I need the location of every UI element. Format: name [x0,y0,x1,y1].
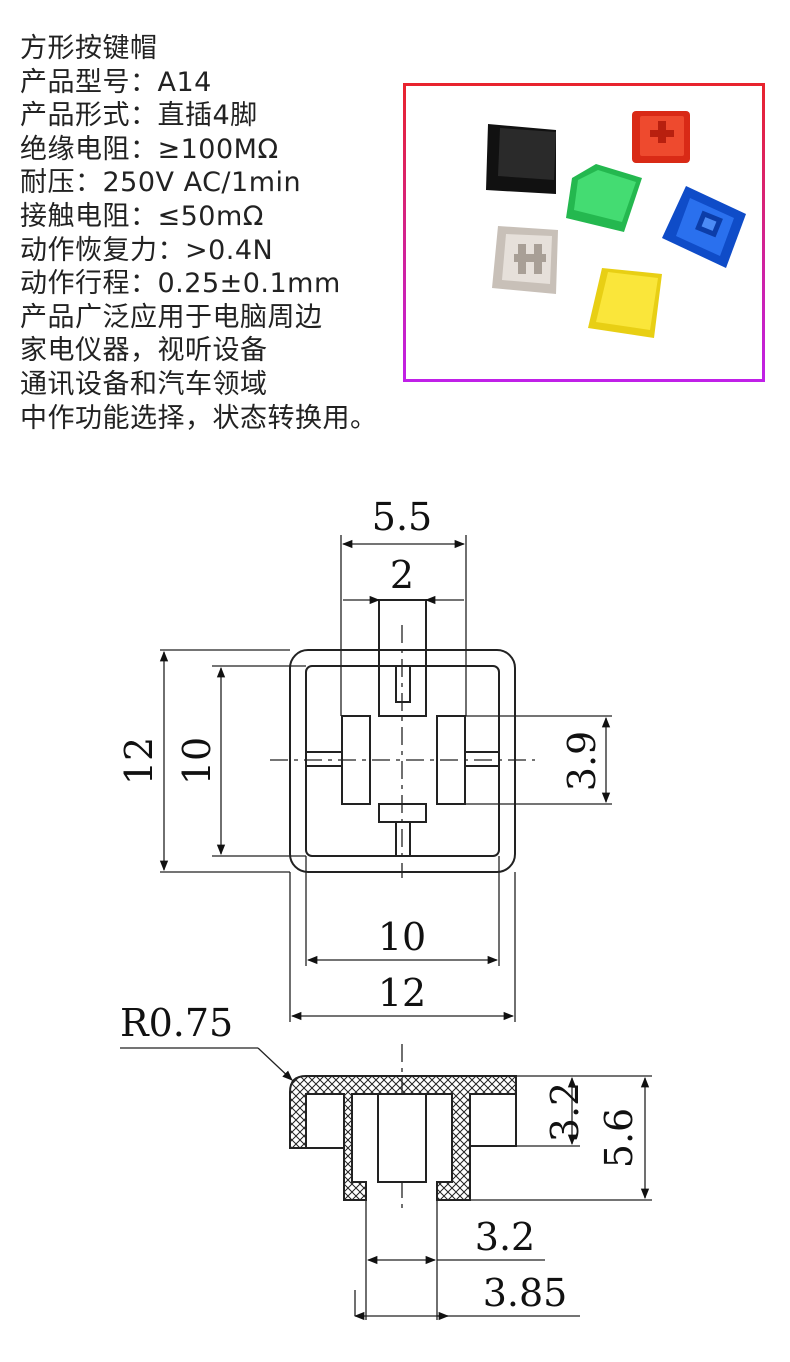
spec-text-block: 方形按键帽 产品型号：A14 产品形式：直插4脚 绝缘电阻：≥100MΩ 耐压：… [20,32,410,435]
gray-cap [492,226,558,294]
dim-width-outer: 5.5 [372,495,432,539]
dim-height-inner: 10 [175,737,219,785]
top-view [159,535,612,1022]
blue-cap [662,186,746,268]
spec-application-3: 通讯设备和汽车领域 [20,368,268,400]
black-cap [486,124,556,194]
dim-bottom-inner: 10 [378,915,426,959]
dim-height-small: 3.2 [543,1082,587,1142]
spec-application-1: 产品广泛应用于电脑周边 [20,301,323,333]
spec-return-force: 动作恢复力：>0.4N [20,234,274,266]
dim-bottom-outer: 12 [378,971,426,1015]
side-view [120,1044,652,1321]
spec-application-4: 中作功能选择，状态转换用。 [20,402,378,434]
dim-stem-outer: 3.85 [483,1271,568,1315]
dim-side: 3.9 [560,731,604,791]
spec-form: 产品形式：直插4脚 [20,100,258,132]
dim-height-outer: 12 [117,737,161,785]
spec-application-2: 家电仪器，视听设备 [20,335,268,367]
product-title: 方形按键帽 [20,33,158,64]
dim-width-inner: 2 [390,553,414,597]
spec-model: 产品型号：A14 [20,66,212,98]
product-photo [403,83,765,382]
yellow-cap [588,268,662,338]
dim-stem-inner: 3.2 [475,1215,535,1259]
spec-contact-resistance: 接触电阻：≤50mΩ [20,200,264,232]
green-cap [566,164,642,232]
spec-voltage: 耐压：250V AC/1min [20,167,302,199]
dim-height-total: 5.6 [597,1108,641,1168]
spec-insulation: 绝缘电阻：≥100MΩ [20,133,279,165]
technical-drawing: 5.5 2 12 10 3.9 10 12 R0.75 3.2 5.6 3.2 … [117,495,652,1321]
spec-travel: 动作行程：0.25±0.1mm [20,268,341,300]
dim-radius: R0.75 [120,1001,233,1045]
red-cap [632,111,690,163]
